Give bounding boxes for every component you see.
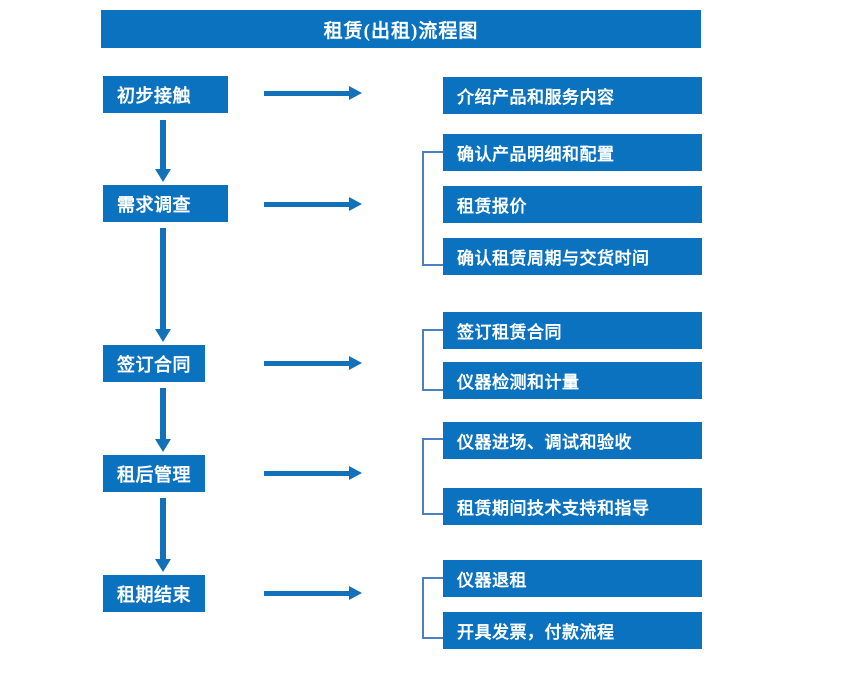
horizontal-arrow-icon-3 [264,356,362,370]
detail-box-sign-rental-contract[interactable]: 签订租赁合同 [443,312,702,349]
group-bracket-rental-end [422,577,443,639]
stage-box-rental-end[interactable]: 租期结束 [103,575,205,612]
detail-box-invoice-payment[interactable]: 开具发票，付款流程 [443,612,702,649]
arrow-head [155,329,171,342]
arrow-head [349,586,362,600]
detail-box-confirm-product-specs[interactable]: 确认产品明细和配置 [443,134,702,171]
arrow-shaft [264,91,350,96]
horizontal-arrow-icon-4 [264,466,362,480]
vertical-arrow-icon-3 [155,388,171,452]
stage-box-sign-contract[interactable]: 签订合同 [103,345,205,382]
stage-box-post-rental-management[interactable]: 租后管理 [103,455,205,492]
arrow-shaft [264,361,350,366]
arrow-head [349,197,362,211]
horizontal-arrow-icon-1 [264,86,362,100]
arrow-head [349,86,362,100]
arrow-shaft [160,498,166,559]
vertical-arrow-icon-4 [155,498,171,572]
detail-box-instrument-inspection[interactable]: 仪器检测和计量 [443,362,702,399]
detail-box-instrument-return[interactable]: 仪器退租 [443,560,702,597]
arrow-shaft [160,120,166,169]
arrow-head [155,169,171,182]
vertical-arrow-icon-2 [155,228,171,342]
arrow-head [155,559,171,572]
arrow-shaft [264,591,350,596]
detail-box-instrument-delivery[interactable]: 仪器进场、调试和验收 [443,422,702,459]
stage-box-initial-contact[interactable]: 初步接触 [103,76,228,113]
arrow-shaft [160,388,166,439]
arrow-shaft [160,228,166,329]
detail-box-rental-quote[interactable]: 租赁报价 [443,186,702,223]
vertical-arrow-icon-1 [155,120,171,182]
detail-box-introduce-products[interactable]: 介绍产品和服务内容 [443,77,702,114]
arrow-head [155,439,171,452]
flowchart-title: 租赁(出租)流程图 [101,10,701,48]
group-bracket-requirement-survey [422,151,443,266]
arrow-head [349,466,362,480]
arrow-shaft [264,202,350,207]
horizontal-arrow-icon-2 [264,197,362,211]
arrow-shaft [264,471,350,476]
horizontal-arrow-icon-5 [264,586,362,600]
group-bracket-sign-contract [422,329,443,391]
group-bracket-post-rental-management [422,438,443,515]
detail-box-confirm-rental-period[interactable]: 确认租赁周期与交货时间 [443,238,702,275]
stage-box-requirement-survey[interactable]: 需求调查 [103,185,228,222]
detail-box-technical-support[interactable]: 租赁期间技术支持和指导 [443,488,702,525]
arrow-head [349,356,362,370]
